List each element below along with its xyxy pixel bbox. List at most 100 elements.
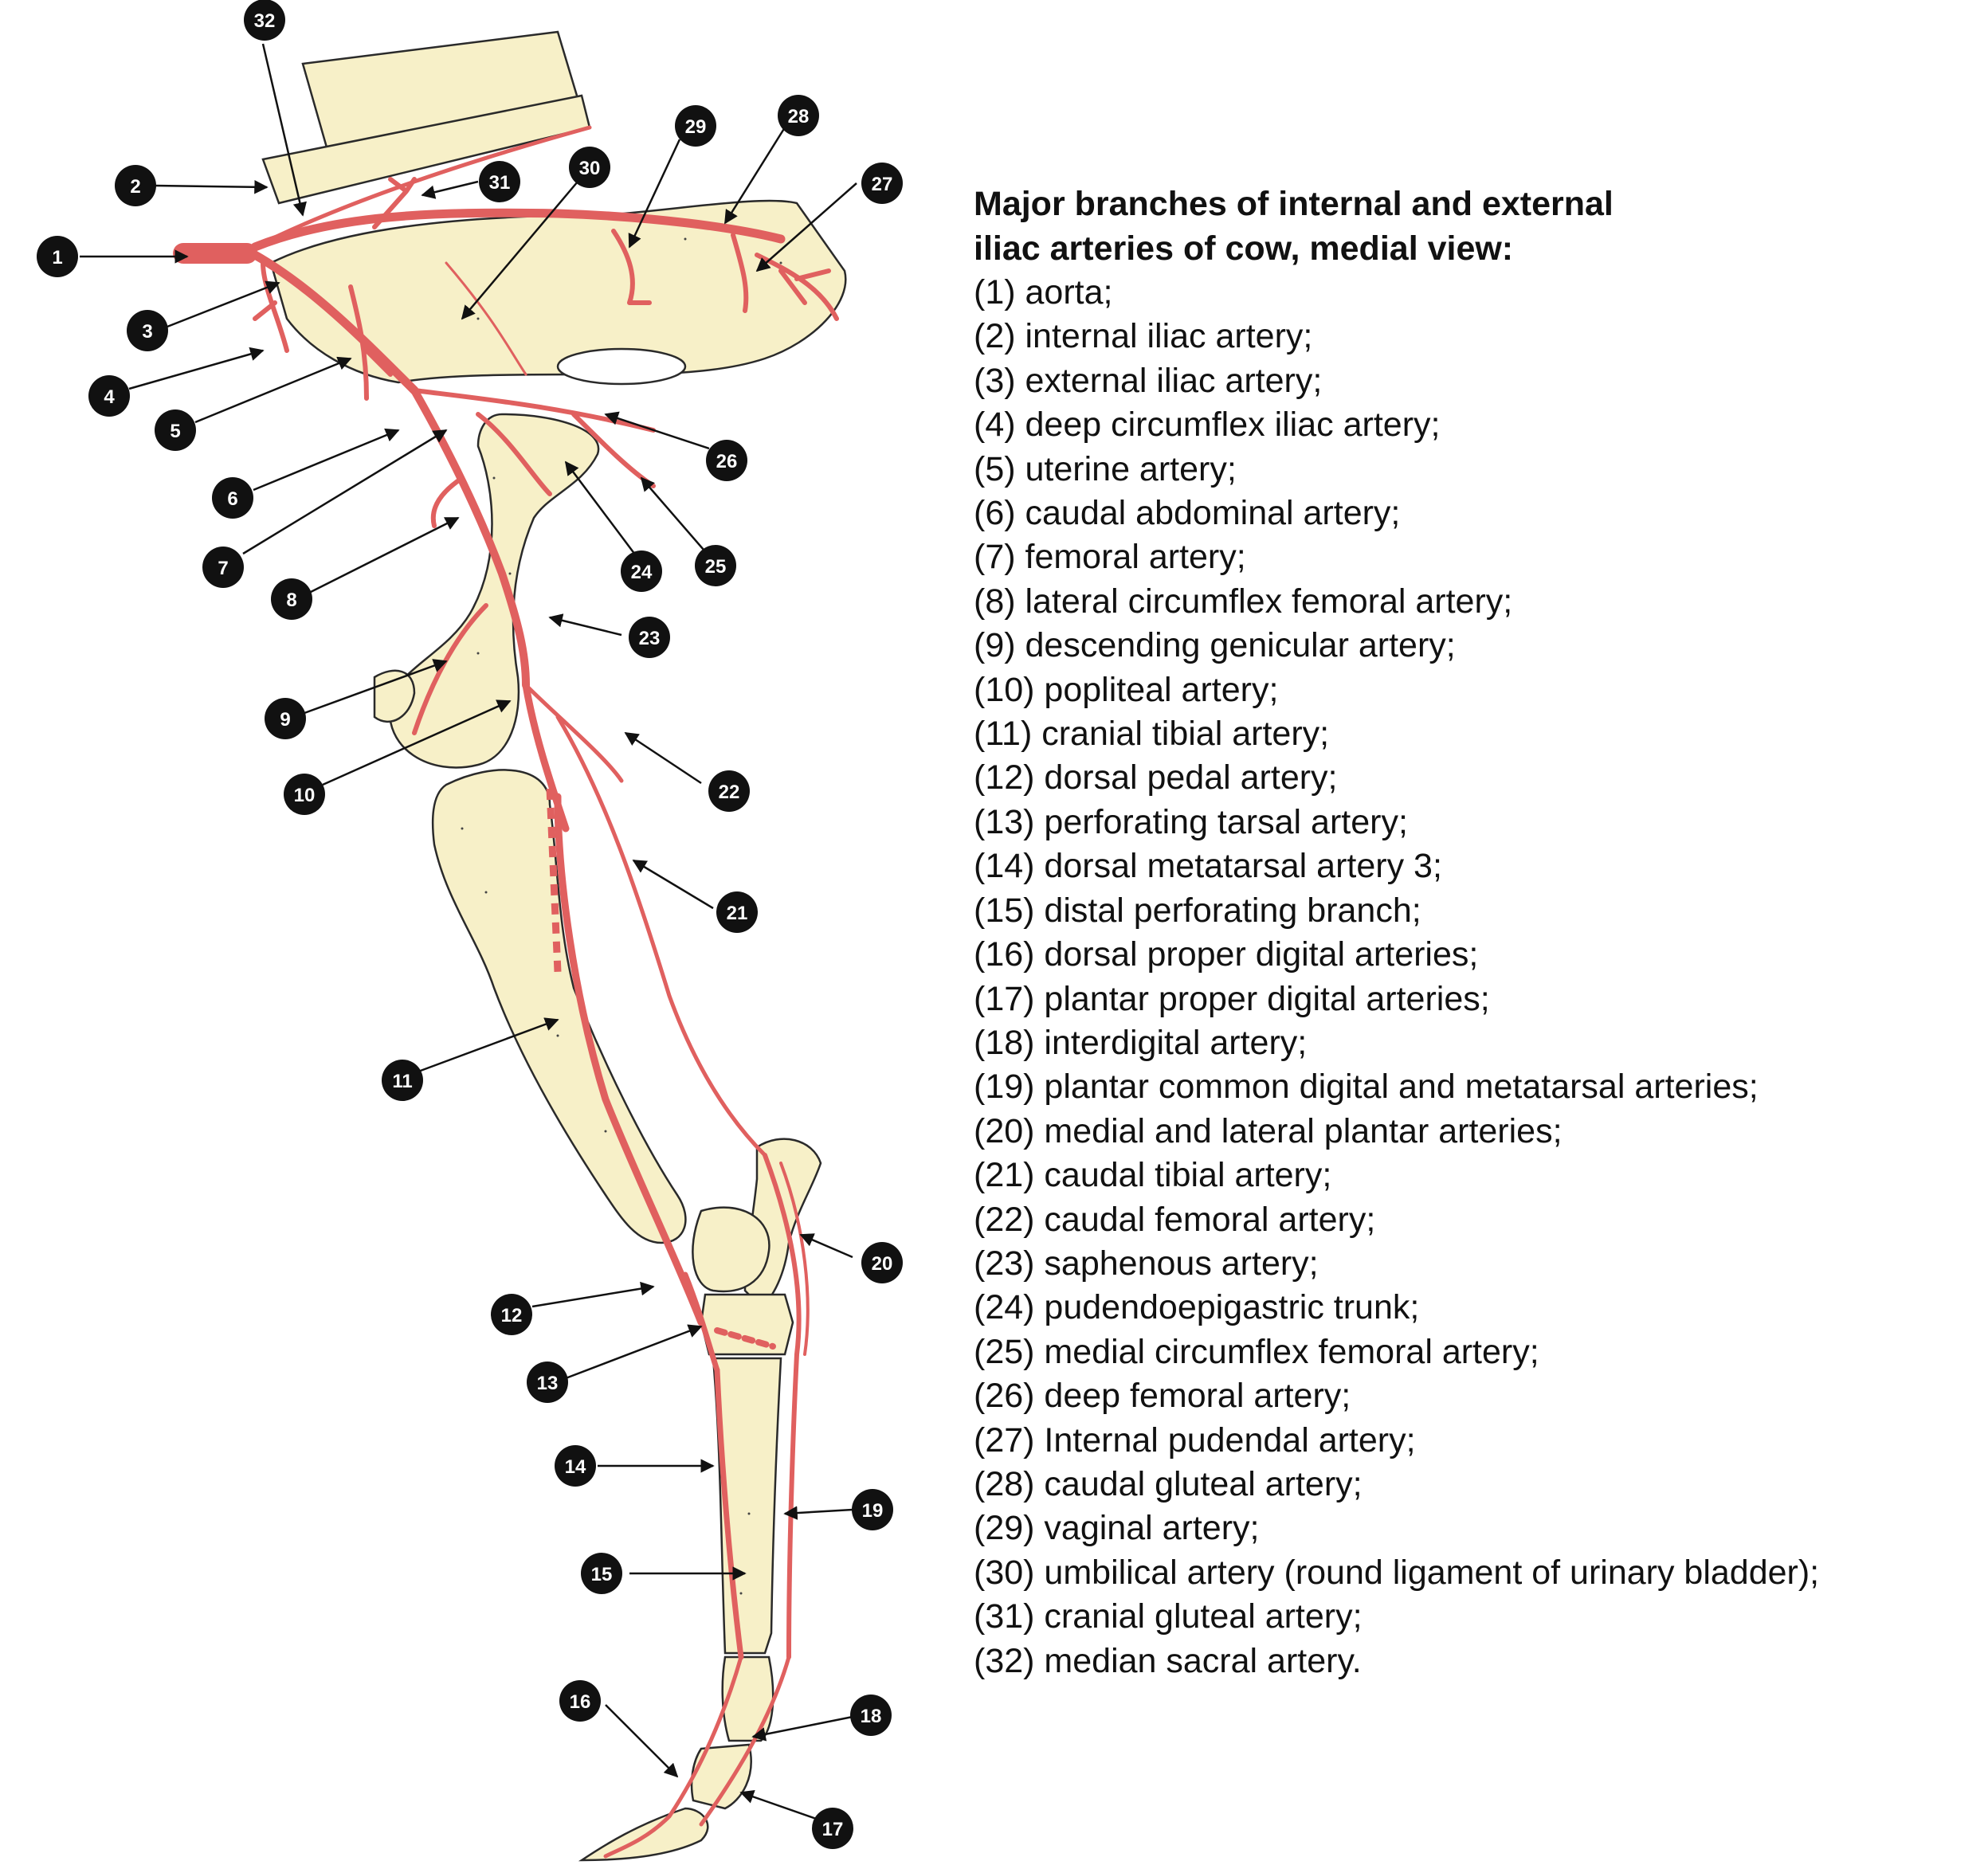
legend-item: (24) pudendoepigastric trunk; (974, 1288, 1420, 1327)
legend-item: (9) descending genicular artery; (974, 626, 1456, 665)
callout-28: 28 (778, 95, 819, 136)
callout-leaders (80, 43, 857, 1822)
legend-item: (25) medial circumflex femoral artery; (974, 1332, 1539, 1371)
legend-item: (14) dorsal metatarsal artery 3; (974, 847, 1442, 886)
external-iliac-artery (250, 250, 419, 395)
legend-item: (12) dorsal pedal artery; (974, 758, 1338, 797)
legend-item: (18) interdigital artery; (974, 1023, 1308, 1062)
legend-item: (6) caudal abdominal artery; (974, 494, 1401, 533)
callout-19: 19 (852, 1489, 893, 1530)
phalanx-middle (690, 1743, 752, 1810)
callout-4: 4 (88, 375, 130, 417)
legend-item: (10) popliteal artery; (974, 670, 1279, 709)
svg-text:30: 30 (579, 158, 601, 179)
legend-item: (31) cranial gluteal artery; (974, 1597, 1363, 1636)
pelvis (269, 199, 847, 384)
svg-text:27: 27 (872, 174, 893, 195)
svg-text:8: 8 (286, 590, 296, 611)
artery-diagram: 1 2 3 4 5 6 7 8 9 10 11 12 13 14 15 16 1… (37, 0, 903, 1862)
svg-text:20: 20 (872, 1253, 893, 1275)
vaginal-artery (611, 229, 652, 305)
pudendoepigastric-trunk (476, 412, 552, 496)
legend-item: (3) external iliac artery; (974, 361, 1323, 400)
saphenous-artery (523, 683, 624, 783)
svg-text:18: 18 (861, 1706, 882, 1727)
tarsals (700, 1293, 794, 1356)
legend: Major branches of internal and external … (974, 182, 1970, 1683)
svg-text:6: 6 (227, 488, 237, 510)
deep-circumflex-iliac-artery (253, 261, 289, 353)
callout-7: 7 (202, 547, 244, 588)
svg-text:23: 23 (639, 628, 661, 649)
legend-item: (22) caudal femoral artery; (974, 1200, 1376, 1239)
legend-title-line-1: Major branches of internal and external (974, 185, 1614, 223)
legend-item: (20) medial and lateral plantar arteries… (974, 1111, 1563, 1150)
callout-1: 1 (37, 236, 78, 277)
callout-23: 23 (629, 617, 670, 658)
svg-text:25: 25 (705, 556, 727, 578)
svg-text:29: 29 (685, 116, 707, 138)
lateral-circumflex-femoral-artery (430, 476, 465, 528)
legend-item: (16) dorsal proper digital arteries; (974, 935, 1479, 974)
phalanx-proximal (721, 1655, 774, 1742)
svg-text:15: 15 (591, 1564, 613, 1585)
legend-item: (21) caudal tibial artery; (974, 1156, 1332, 1195)
legend-item: (19) plantar common digital and metatars… (974, 1068, 1759, 1107)
callout-18: 18 (850, 1695, 892, 1736)
svg-text:9: 9 (280, 709, 290, 731)
callout-9: 9 (265, 698, 306, 739)
svg-text:22: 22 (719, 782, 740, 803)
perforating-tarsal-artery (714, 1327, 776, 1350)
dorsal-proper-digital-arteries (603, 1655, 743, 1859)
callout-13: 13 (527, 1362, 568, 1403)
legend-item: (13) perforating tarsal artery; (974, 802, 1408, 841)
callout-8: 8 (271, 578, 312, 620)
legend-item: (29) vaginal artery; (974, 1509, 1260, 1548)
svg-text:31: 31 (489, 172, 511, 194)
svg-text:17: 17 (822, 1819, 844, 1840)
callout-2: 2 (115, 165, 156, 206)
callout-16: 16 (559, 1680, 601, 1722)
umbilical-artery (445, 261, 527, 376)
svg-text:26: 26 (716, 451, 738, 472)
callout-12: 12 (491, 1294, 532, 1335)
legend-item: (8) lateral circumflex femoral artery; (974, 582, 1513, 621)
legend-item: (17) plantar proper digital arteries; (974, 979, 1490, 1018)
caudal-gluteal-artery (731, 233, 749, 313)
callout-17: 17 (812, 1808, 853, 1849)
callout-26: 26 (706, 440, 747, 481)
legend-item: (27) Internal pudendal artery; (974, 1420, 1416, 1459)
caudal-tibial-artery (555, 715, 767, 1158)
svg-text:14: 14 (565, 1456, 586, 1478)
svg-text:21: 21 (727, 903, 748, 924)
svg-text:5: 5 (170, 421, 180, 442)
plantar-arteries-lateral (779, 1162, 810, 1356)
svg-text:11: 11 (392, 1071, 412, 1092)
dorsal-pedal-artery (682, 1271, 720, 1373)
callout-32: 32 (244, 0, 285, 41)
callout-25: 25 (695, 545, 736, 586)
talus (692, 1206, 770, 1293)
svg-text:16: 16 (570, 1691, 591, 1713)
cranial-gluteal-artery (372, 177, 417, 229)
legend-item: (11) cranial tibial artery; (974, 715, 1330, 754)
arteries (173, 125, 839, 1859)
svg-text:4: 4 (104, 386, 115, 408)
callout-30: 30 (569, 147, 610, 188)
svg-text:3: 3 (142, 321, 152, 343)
legend-title-line-2: iliac arteries of cow, medial view: (974, 229, 1514, 268)
svg-text:13: 13 (537, 1373, 559, 1394)
legend-item: (23) saphenous artery; (974, 1244, 1319, 1283)
legend-item: (7) femoral artery; (974, 538, 1246, 577)
callout-27: 27 (861, 163, 903, 204)
callout-10: 10 (284, 774, 325, 815)
svg-text:19: 19 (862, 1500, 884, 1522)
callout-15: 15 (581, 1553, 622, 1594)
callout-11: 11 (382, 1060, 423, 1101)
svg-text:1: 1 (52, 247, 62, 268)
legend-item: (30) umbilical artery (round ligament of… (974, 1553, 1820, 1592)
skeleton (261, 30, 847, 1862)
legend-item: (32) median sacral artery. (974, 1641, 1362, 1680)
callout-22: 22 (708, 770, 750, 812)
callout-21: 21 (716, 891, 758, 933)
